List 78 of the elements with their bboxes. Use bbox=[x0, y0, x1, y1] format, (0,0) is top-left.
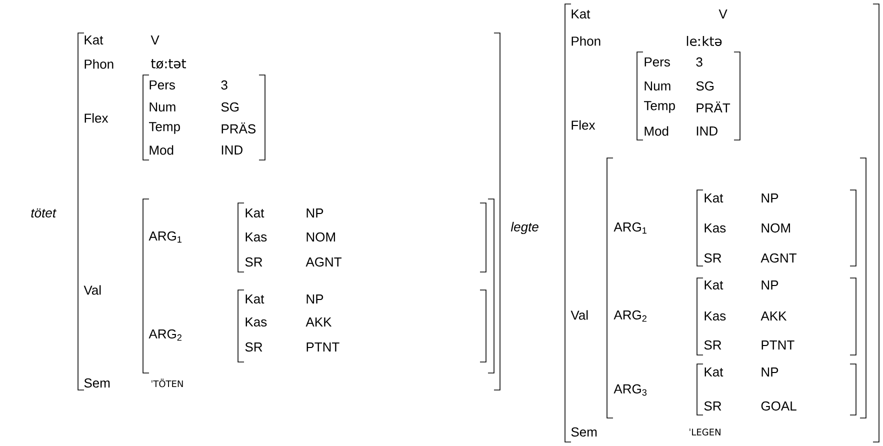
feature-value: PTNT bbox=[306, 342, 340, 352]
feature-name: ARG$_{1}$ bbox=[148, 231, 182, 243]
feature-value: AKK bbox=[760, 312, 787, 320]
feature-name: ARG$_{3}$ bbox=[614, 384, 647, 396]
feature-value: 3 bbox=[696, 57, 702, 67]
feature-name: Kas bbox=[704, 311, 726, 321]
semantic-value: ˈTÖTEN bbox=[152, 378, 183, 388]
attribute-matrix bbox=[31, 32, 500, 390]
feature-name: Kas bbox=[246, 317, 267, 327]
feature-value: AGNT bbox=[306, 257, 342, 267]
attribute-matrix bbox=[636, 52, 740, 140]
feature-name: Sem bbox=[571, 427, 597, 437]
feature-name: Kat bbox=[704, 193, 724, 203]
attribute-matrix bbox=[238, 290, 486, 362]
feature-value: NP bbox=[762, 280, 778, 290]
attribute-matrix bbox=[696, 278, 856, 356]
feature-name: Num bbox=[150, 102, 176, 112]
feature-name: Val bbox=[84, 285, 101, 295]
feature-name: SR bbox=[704, 340, 722, 350]
attribute-matrix bbox=[142, 74, 266, 160]
feature-name: Kat bbox=[704, 367, 724, 377]
attribute-matrix bbox=[142, 198, 494, 374]
feature-value: NP bbox=[762, 368, 778, 376]
feature-value: V bbox=[150, 36, 160, 44]
feature-name: Mod bbox=[644, 126, 668, 136]
feature-value: SG bbox=[221, 102, 239, 112]
feature-value: AGNT bbox=[760, 253, 796, 263]
feature-name: Pers bbox=[150, 80, 175, 90]
feature-name: Pers bbox=[644, 57, 670, 67]
head-word: tötet bbox=[31, 208, 56, 218]
feature-name: Val bbox=[570, 310, 588, 320]
feature-name: Phon bbox=[572, 36, 600, 46]
feature-name: Kat bbox=[84, 35, 104, 45]
feature-name: ARG$_{2}$ bbox=[148, 329, 182, 341]
semantic-value: ˈLEGEN bbox=[690, 428, 720, 436]
attribute-matrix bbox=[510, 4, 880, 442]
feature-value: GOAL bbox=[761, 401, 796, 411]
feature-value: NP bbox=[306, 294, 324, 304]
feature-name: Kat bbox=[704, 280, 724, 290]
feature-name: Flex bbox=[84, 113, 108, 123]
feature-name: SR bbox=[245, 257, 262, 267]
attribute-matrix bbox=[696, 364, 856, 416]
feature-value: IND bbox=[222, 146, 242, 154]
feature-value: PRÄT bbox=[696, 102, 730, 112]
phonetic-form: tø:tət bbox=[151, 59, 186, 69]
feature-name: Mod bbox=[150, 145, 174, 155]
feature-value: PTNT bbox=[762, 340, 794, 350]
feature-name: Kat bbox=[572, 9, 590, 19]
head-word: legte bbox=[510, 222, 538, 234]
feature-name: Temp bbox=[644, 101, 675, 113]
feature-name: ARG$_{1}$ bbox=[614, 222, 646, 234]
feature-name: Temp bbox=[149, 122, 180, 134]
attribute-matrix bbox=[238, 202, 486, 272]
feature-name: ARG$_{2}$ bbox=[614, 310, 646, 322]
feature-value: SG bbox=[696, 81, 714, 91]
feature-name: Kas bbox=[704, 223, 726, 233]
feature-name: SR bbox=[704, 401, 722, 411]
feature-name: SR bbox=[704, 253, 722, 263]
feature-value: NOM bbox=[762, 223, 790, 233]
feature-name: Kat bbox=[246, 294, 264, 304]
feature-value: NOM bbox=[306, 232, 335, 242]
feature-name: Kat bbox=[246, 208, 264, 218]
feature-value: NP bbox=[762, 194, 778, 202]
feature-name: Sem bbox=[84, 378, 110, 388]
feature-name: Phon bbox=[84, 59, 114, 69]
feature-value: PRÄS bbox=[222, 122, 256, 134]
feature-value: V bbox=[718, 10, 728, 18]
feature-value: NP bbox=[306, 208, 324, 218]
phonetic-form: leːktə bbox=[686, 36, 722, 46]
feature-value: AKK bbox=[306, 318, 332, 326]
feature-value: 3 bbox=[221, 80, 228, 90]
feature-value: IND bbox=[696, 126, 718, 136]
attribute-matrix bbox=[606, 158, 866, 418]
attribute-matrix bbox=[696, 190, 856, 266]
feature-name: Kas bbox=[246, 232, 267, 242]
feature-name: Num bbox=[644, 81, 670, 91]
feature-name: Flex bbox=[572, 120, 596, 130]
feature-name: SR bbox=[245, 342, 262, 352]
